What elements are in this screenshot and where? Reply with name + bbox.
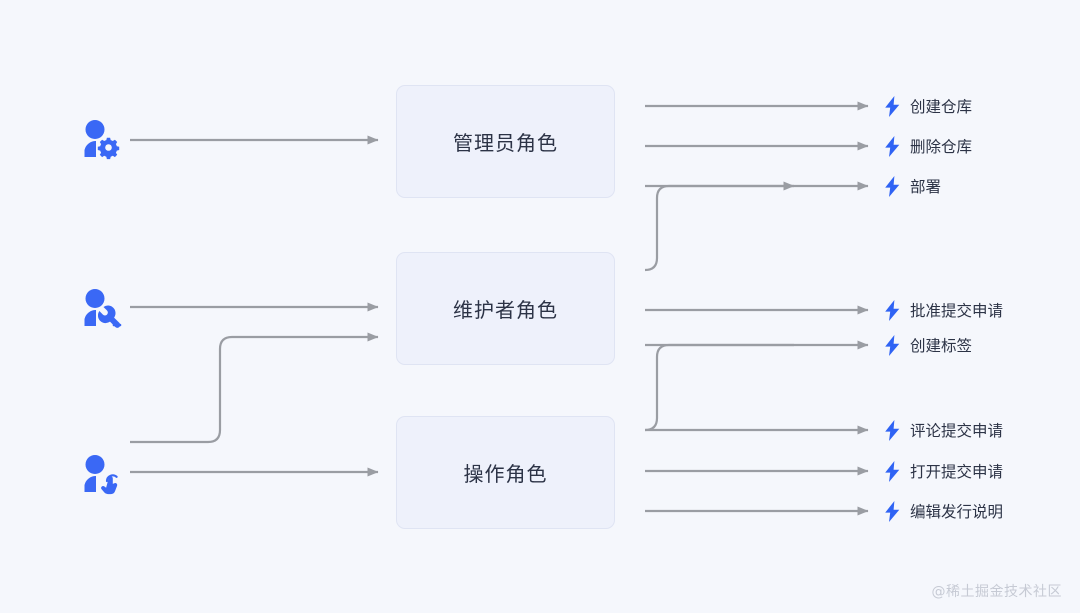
bolt-icon <box>885 419 900 441</box>
permission-item-deploy[interactable]: 部署 <box>884 175 941 197</box>
bolt-icon <box>885 175 900 197</box>
permission-item-delete-repo[interactable]: 删除仓库 <box>884 135 972 157</box>
permission-item-approve-merge-request[interactable]: 批准提交申请 <box>884 299 1003 321</box>
role-box-maintainer[interactable]: 维护者角色 <box>396 252 615 365</box>
user-hand-icon <box>78 452 124 498</box>
bolt-icon <box>885 460 900 482</box>
permission-label: 创建仓库 <box>910 98 973 116</box>
permission-label: 批准提交申请 <box>910 302 1004 320</box>
role-box-label: 管理员角色 <box>453 131 558 155</box>
permission-item-edit-release-notes[interactable]: 编辑发行说明 <box>884 500 1003 522</box>
user-gear-icon <box>78 117 124 163</box>
user-wrench-icon <box>78 286 124 332</box>
permission-label: 删除仓库 <box>910 138 973 156</box>
bolt-icon <box>885 95 900 117</box>
role-box-operator[interactable]: 操作角色 <box>396 416 615 529</box>
bolt-icon <box>885 135 900 157</box>
bolt-icon <box>885 334 900 356</box>
bolt-icon <box>885 299 900 321</box>
connector-create-tag-branch-to-operator-role <box>644 343 794 432</box>
permission-label: 编辑发行说明 <box>910 503 1004 521</box>
role-box-label: 维护者角色 <box>453 298 558 322</box>
watermark: @稀土掘金技术社区 <box>931 584 1062 600</box>
role-box-label: 操作角色 <box>463 462 548 486</box>
permission-item-create-tag[interactable]: 创建标签 <box>884 334 972 356</box>
role-box-admin[interactable]: 管理员角色 <box>396 85 615 198</box>
connector-deploy-branch-to-maintainer-role <box>644 181 795 272</box>
permission-label: 创建标签 <box>910 337 973 355</box>
permission-item-create-repo[interactable]: 创建仓库 <box>884 95 972 117</box>
permission-label: 部署 <box>910 178 942 196</box>
permission-item-comment-merge-request[interactable]: 评论提交申请 <box>884 419 1003 441</box>
permission-item-open-merge-request[interactable]: 打开提交申请 <box>884 460 1003 482</box>
permission-label: 打开提交申请 <box>910 463 1004 481</box>
permission-label: 评论提交申请 <box>910 422 1004 440</box>
connector-operator-to-maintainer-role <box>130 332 379 444</box>
bolt-icon <box>885 500 900 522</box>
